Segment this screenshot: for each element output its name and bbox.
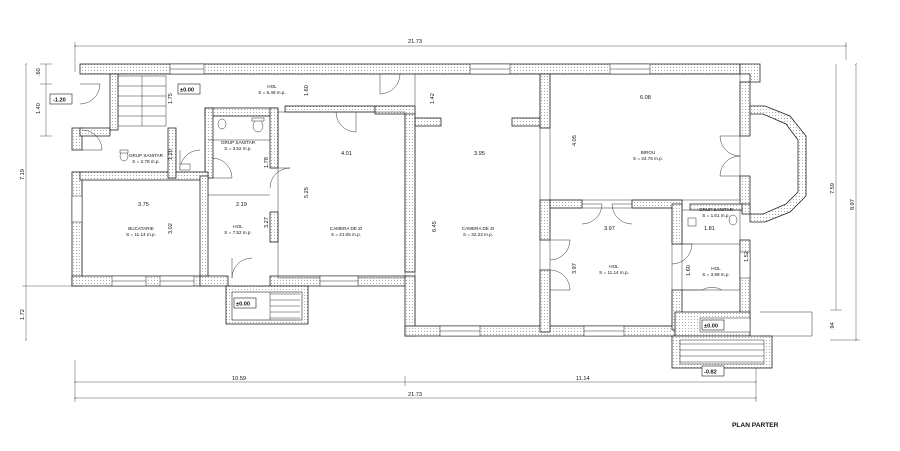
walls bbox=[71, 63, 807, 369]
level-marker-3: ±0.00 bbox=[233, 297, 257, 309]
svg-text:S = 3.89 m.p.: S = 3.89 m.p. bbox=[702, 272, 729, 277]
svg-text:GRUP SANITAR: GRUP SANITAR bbox=[221, 140, 256, 145]
level-marker-5: -0.82 bbox=[701, 365, 725, 377]
level-marker-1: -1.20 bbox=[49, 93, 73, 105]
svg-text:GRUP SANITAR: GRUP SANITAR bbox=[699, 207, 734, 212]
svg-text:S = 6.46 m.p.: S = 6.46 m.p. bbox=[258, 90, 285, 95]
svg-text:HOL: HOL bbox=[233, 224, 243, 229]
dim-hol-top-v2: 1.60 bbox=[304, 85, 310, 96]
dim-cam2-w: 3.95 bbox=[474, 151, 485, 157]
dim-gs-v: 1.20 bbox=[168, 149, 174, 160]
svg-text:BUCATARIE: BUCATARIE bbox=[128, 226, 154, 231]
dim-left-mid: 1.40 bbox=[36, 103, 42, 114]
svg-text:CAMERA DE ZI: CAMERA DE ZI bbox=[330, 226, 362, 231]
dim-gs3-w: 1.81 bbox=[704, 226, 715, 232]
dim-gs2-v: 1.78 bbox=[264, 157, 270, 168]
room-labels: HOL S = 6.46 m.p. GRUP SANITAR S = 2.78 … bbox=[126, 84, 734, 277]
dim-left-total: 7.19 bbox=[20, 169, 26, 180]
dim-right-total2: 8.97 bbox=[850, 199, 856, 210]
room-hol-3: HOL S = 11.14 m.p. bbox=[599, 264, 629, 275]
svg-text:S = 3.52 m.p.: S = 3.52 m.p. bbox=[224, 146, 251, 151]
dim-hol4-v2: 1.52 bbox=[744, 251, 750, 262]
dim-cam1-w: 4.01 bbox=[341, 151, 352, 157]
room-grup-sanitar-1: GRUP SANITAR S = 2.78 m.p. bbox=[129, 153, 164, 164]
room-hol-4: HOL S = 3.89 m.p. bbox=[702, 266, 729, 277]
level-markers: -1.20 ±0.00 ±0.00 ±0.00 -0.82 bbox=[49, 83, 725, 377]
svg-text:BIROU: BIROU bbox=[641, 150, 656, 155]
svg-text:S = 32.23 m.p.: S = 32.23 m.p. bbox=[463, 232, 493, 237]
room-camera-de-zi-2: CAMERA DE ZI S = 32.23 m.p. bbox=[462, 226, 494, 237]
svg-text:S = 21.05 m.p.: S = 21.05 m.p. bbox=[331, 232, 361, 237]
windows bbox=[71, 63, 751, 337]
svg-text:S = 7.52 m.p.: S = 7.52 m.p. bbox=[224, 230, 251, 235]
room-camera-de-zi-1: CAMERA DE ZI S = 21.05 m.p. bbox=[330, 226, 362, 237]
svg-text:CAMERA DE ZI: CAMERA DE ZI bbox=[462, 226, 494, 231]
dim-hol-v3: 1.42 bbox=[430, 93, 436, 104]
svg-text:S = 11.14 m.p.: S = 11.14 m.p. bbox=[599, 270, 629, 275]
steps-entrance bbox=[680, 343, 764, 363]
dim-hol-top-v: 1.75 bbox=[168, 93, 174, 104]
svg-text:HOL: HOL bbox=[267, 84, 277, 89]
dimension-texts: 21.73 21.73 10.59 11.14 .60 1.40 7.19 1.… bbox=[20, 39, 856, 398]
dim-birou-v: 4.05 bbox=[572, 135, 578, 146]
room-birou: BIROU S = 34.75 m.p. bbox=[633, 150, 663, 161]
svg-text:S = 2.78 m.p.: S = 2.78 m.p. bbox=[132, 159, 159, 164]
level-marker-4: ±0.00 bbox=[701, 319, 725, 331]
dimension-lines bbox=[22, 42, 860, 402]
dim-bottom-right: 11.14 bbox=[576, 376, 590, 382]
staircase-bottom bbox=[269, 292, 300, 320]
svg-text:-0.82: -0.82 bbox=[704, 370, 717, 376]
svg-text:±0.00: ±0.00 bbox=[180, 88, 194, 94]
dim-hol3-v: 3.97 bbox=[572, 263, 578, 274]
room-bucatarie: BUCATARIE S = 11.14 m.p. bbox=[126, 226, 156, 237]
svg-text:S = 34.75 m.p.: S = 34.75 m.p. bbox=[633, 156, 663, 161]
dim-bottom-left: 10.59 bbox=[232, 376, 246, 382]
dim-birou-w: 6.08 bbox=[640, 95, 651, 101]
dim-hol3-w: 3.97 bbox=[604, 226, 615, 232]
room-grup-sanitar-3: GRUP SANITAR S = 1.61 m.p. bbox=[699, 207, 734, 218]
dim-hol2-v: 3.27 bbox=[264, 217, 270, 228]
dim-hol4-v: 1.60 bbox=[686, 265, 692, 276]
dim-right-total1: 7.59 bbox=[830, 183, 836, 194]
dim-cam2-v: 6.45 bbox=[432, 221, 438, 232]
svg-text:S = 1.61 m.p.: S = 1.61 m.p. bbox=[702, 213, 729, 218]
svg-text:HOL: HOL bbox=[609, 264, 619, 269]
dim-overall-bottom: 21.73 bbox=[408, 392, 422, 398]
dim-buc-w: 3.75 bbox=[138, 202, 149, 208]
room-grup-sanitar-2: GRUP SANITAR S = 3.52 m.p. bbox=[221, 140, 256, 151]
room-hol-2: HOL S = 7.52 m.p. bbox=[224, 224, 251, 235]
dim-left-bottom: 1.72 bbox=[20, 309, 26, 320]
svg-text:±0.00: ±0.00 bbox=[704, 324, 718, 330]
dim-cam1-v: 5.25 bbox=[304, 187, 310, 198]
dim-overall-top: 21.73 bbox=[408, 39, 422, 45]
dim-buc-v: 3.02 bbox=[168, 223, 174, 234]
room-hol-top: HOL S = 6.46 m.p. bbox=[258, 84, 285, 95]
svg-text:GRUP SANITAR: GRUP SANITAR bbox=[129, 153, 164, 158]
dim-hol2-w: 2.19 bbox=[236, 202, 247, 208]
svg-text:-1.20: -1.20 bbox=[53, 98, 66, 104]
staircase-top bbox=[117, 75, 167, 127]
plan-title: PLAN PARTER bbox=[732, 422, 779, 429]
dim-right-bottom: .94 bbox=[830, 322, 836, 330]
svg-text:±0.00: ±0.00 bbox=[236, 302, 250, 308]
svg-text:HOL: HOL bbox=[711, 266, 721, 271]
svg-text:S = 11.14 m.p.: S = 11.14 m.p. bbox=[126, 232, 156, 237]
level-marker-2: ±0.00 bbox=[177, 83, 201, 95]
sanitary-fixtures bbox=[119, 117, 738, 227]
dim-left-top: .60 bbox=[36, 68, 42, 76]
